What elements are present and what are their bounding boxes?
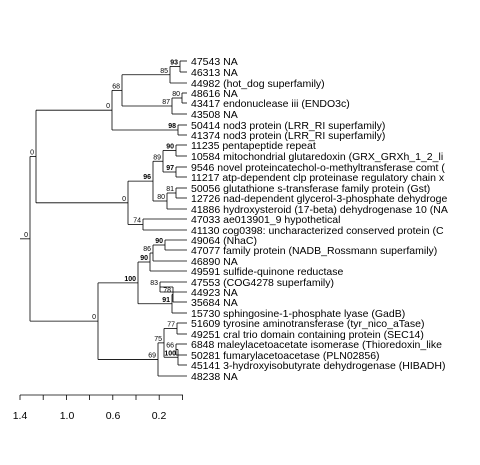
support-value: 98: [168, 123, 176, 130]
support-value: 91: [162, 297, 170, 304]
support-value: 74: [133, 218, 141, 225]
support-value: 68: [112, 83, 120, 90]
leaf-label: 50281 fumarylacetoacetase (PLN02856): [191, 350, 380, 362]
leaf-label: 41130 cog0398: uncharacterized conserved…: [191, 225, 444, 237]
leaf-label: 49591 sulfide-quinone reductase: [191, 266, 344, 278]
leaf-label: 43508 NA: [191, 109, 238, 121]
leaf-label: 47077 family protein (NADB_Rossmann supe…: [191, 245, 437, 257]
support-value: 0: [24, 232, 28, 239]
support-value: 87: [162, 99, 170, 106]
leaf-label: 50414 nod3 protein (LRR_RI superfamily): [191, 120, 385, 132]
leaf-label: 47543 NA: [191, 56, 238, 68]
support-value: 86: [143, 246, 151, 253]
leaf-label: 6848 maleylacetoacetate isomerase (Thior…: [191, 339, 442, 351]
leaf-label: 45141 3-hydroxyisobutyrate dehydrogenase…: [191, 360, 445, 372]
leaf-label: 44923 NA: [191, 287, 238, 299]
support-value: 83: [150, 280, 158, 287]
support-value: 81: [166, 186, 174, 193]
leaf-label: 48616 NA: [191, 88, 238, 100]
support-value: 100: [164, 350, 176, 357]
support-value: 89: [153, 154, 161, 161]
leaf-label: 44982 (hot_dog superfamily): [191, 78, 325, 90]
support-value: 96: [143, 174, 151, 181]
leaf-label: 10584 mitochondrial glutaredoxin (GRX_GR…: [191, 151, 443, 163]
tree-branches: [20, 60, 187, 377]
support-value: 69: [148, 352, 156, 359]
support-value: 0: [92, 314, 96, 321]
support-value: 90: [166, 144, 174, 151]
scale-axis-tick-label: 0.6: [106, 410, 121, 422]
support-value: 0: [106, 103, 110, 110]
support-value: 97: [166, 165, 174, 172]
leaf-label: 48238 NA: [191, 371, 238, 383]
leaf-label: 43417 endonuclease iii (ENDO3c): [191, 98, 350, 110]
support-value: 78: [163, 288, 171, 295]
leaf-label: 50056 glutathione s-transferase family p…: [191, 183, 430, 195]
support-value: 75: [154, 336, 162, 343]
leaf-label: 15730 sphingosine-1-phosphate lyase (Gad…: [191, 308, 405, 320]
support-value: 80: [157, 194, 165, 201]
support-value: 90: [140, 255, 148, 262]
support-value: 93: [170, 60, 178, 67]
leaf-label: 35684 NA: [191, 297, 238, 309]
support-value: 77: [167, 322, 175, 329]
leaf-label: 49064 (NhaC): [191, 235, 257, 247]
scale-axis-tick-label: 0.2: [152, 410, 167, 422]
leaf-label: 47033 ae013901_9 hypothetical: [191, 214, 340, 226]
scale-axis: 1.4 1.0 0.6 0.2: [13, 394, 183, 422]
leaf-label: 51609 tyrosine aminotransferase (tyr_nic…: [191, 318, 424, 330]
support-value: 0: [122, 196, 126, 203]
leaf-label: 49251 cral trio domain containing protei…: [191, 329, 424, 341]
leaf-label: 41886 hydroxysteroid (17-beta) dehydroge…: [191, 204, 448, 216]
support-value: 0: [30, 150, 34, 157]
leaf-label: 12726 nad-dependent glycerol-3-phosphate…: [191, 193, 447, 205]
leaf-label: 47553 (COG4278 superfamily): [191, 277, 334, 289]
support-value: 90: [155, 238, 163, 245]
leaf-label: 9546 novel proteincatechol-o-methyltrans…: [191, 162, 445, 174]
leaf-label: 46313 NA: [191, 67, 238, 79]
support-value: 80: [172, 91, 180, 98]
scale-axis-tick-label: 1.0: [60, 410, 75, 422]
leaf-label: 46890 NA: [191, 256, 238, 268]
leaf-label: 11217 atp-dependent clp proteinase regul…: [191, 172, 445, 184]
support-value: 66: [166, 343, 174, 350]
support-values: 0006893858087980968990978180740100908690…: [24, 60, 180, 360]
leaf-label: 11235 pentapeptide repeat: [191, 140, 316, 152]
support-value: 85: [160, 68, 168, 75]
scale-axis-tick-label: 1.4: [13, 410, 28, 422]
leaf-label: 41374 nod3 protein (LRR_RI superfamily): [191, 130, 385, 142]
support-value: 100: [124, 276, 136, 283]
